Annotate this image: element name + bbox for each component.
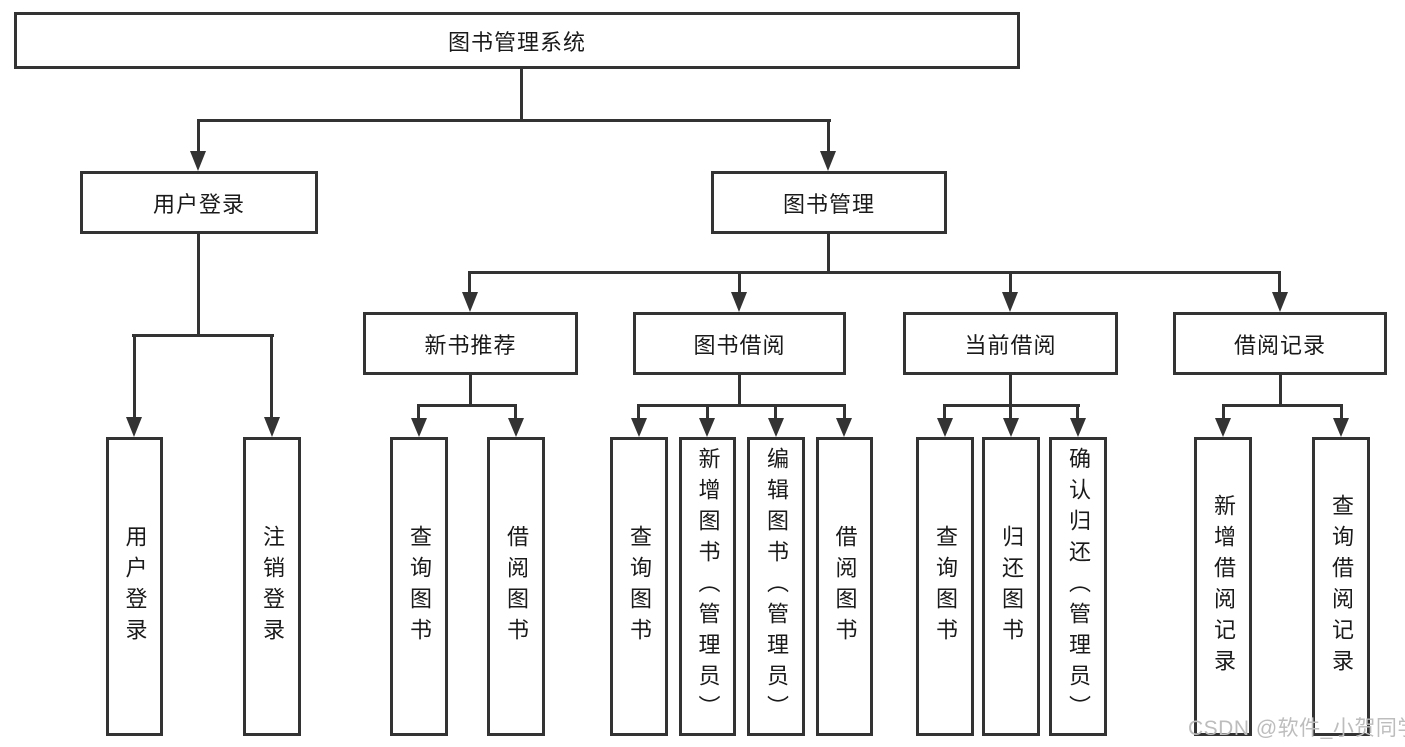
node-book-management: 图书管理 [711, 171, 947, 234]
arrowhead-g2-3 [768, 418, 784, 437]
node-book-borrow: 图书借阅 [633, 312, 846, 375]
connector-g4-stem [1279, 375, 1282, 406]
arrowhead-leaf-user-login [126, 417, 142, 437]
arrowhead-g2-2 [699, 418, 715, 437]
connector-level3-rail [468, 271, 1281, 274]
arrowhead-g3-3 [1070, 418, 1086, 437]
connector-user-login-rail [132, 334, 274, 337]
connector-g2-drop-2 [706, 404, 709, 420]
leaf-newbook-query-books: 查询图书 [390, 437, 448, 736]
arrowhead-book-borrow [731, 292, 747, 312]
leaf-borrow-borrow-books: 借阅图书 [816, 437, 873, 736]
connector-user-login-stem [197, 234, 200, 336]
connector-drop-book-borrow [738, 271, 741, 294]
arrowhead-g3-1 [937, 418, 953, 437]
leaf-borrow-add-books-admin: 新增图书（管理员） [679, 437, 736, 736]
leaf-current-return-books: 归还图书 [982, 437, 1040, 736]
connector-g3-drop-2 [1009, 404, 1012, 420]
connector-level2-rail [197, 119, 831, 122]
connector-g2-rail [637, 404, 846, 407]
leaf-user-login: 用户登录 [106, 437, 163, 736]
arrowhead-g2-1 [631, 418, 647, 437]
node-root: 图书管理系统 [14, 12, 1020, 69]
watermark: CSDN @软件_小贺同学 [1188, 717, 1405, 740]
connector-g1-rail [417, 404, 517, 407]
connector-book-management-stem [827, 234, 830, 273]
connector-g3-drop-3 [1076, 404, 1079, 420]
connector-drop-leaf-logout [270, 334, 273, 418]
connector-g2-drop-4 [843, 404, 846, 420]
connector-g2-stem [738, 375, 741, 406]
arrowhead-g2-4 [836, 418, 852, 437]
leaf-current-query-books: 查询图书 [916, 437, 974, 736]
connector-g2-drop-1 [637, 404, 640, 420]
leaf-records-query-record: 查询借阅记录 [1312, 437, 1370, 736]
arrowhead-g1-2 [508, 418, 524, 437]
node-borrow-records: 借阅记录 [1173, 312, 1387, 375]
connector-drop-leaf-user-login [133, 334, 136, 418]
connector-g2-drop-3 [774, 404, 777, 420]
arrowhead-g4-1 [1215, 418, 1231, 437]
leaf-borrow-edit-books-admin: 编辑图书（管理员） [747, 437, 805, 736]
node-current-borrow: 当前借阅 [903, 312, 1118, 375]
connector-root-stem [520, 69, 523, 121]
leaf-logout: 注销登录 [243, 437, 301, 736]
connector-drop-borrow-records [1278, 271, 1281, 294]
connector-g4-drop-2 [1340, 404, 1343, 420]
node-user-login: 用户登录 [80, 171, 318, 234]
connector-g1-drop-2 [514, 404, 517, 420]
connector-g1-stem [469, 375, 472, 406]
leaf-records-add-record: 新增借阅记录 [1194, 437, 1252, 736]
arrowhead-book-management [820, 151, 836, 171]
arrowhead-borrow-records [1272, 292, 1288, 312]
connector-g3-stem [1009, 375, 1012, 406]
leaf-current-confirm-return-admin: 确认归还（管理员） [1049, 437, 1107, 736]
connector-g4-drop-1 [1222, 404, 1225, 420]
connector-drop-user-login [197, 119, 200, 153]
arrowhead-g3-2 [1003, 418, 1019, 437]
arrowhead-leaf-logout [264, 417, 280, 437]
node-new-book-recommend: 新书推荐 [363, 312, 578, 375]
arrowhead-g4-2 [1333, 418, 1349, 437]
arrowhead-new-book [462, 292, 478, 312]
arrowhead-user-login [190, 151, 206, 171]
leaf-borrow-query-books: 查询图书 [610, 437, 668, 736]
leaf-newbook-borrow-books: 借阅图书 [487, 437, 545, 736]
connector-drop-current-borrow [1009, 271, 1012, 294]
arrowhead-g1-1 [411, 418, 427, 437]
connector-g3-drop-1 [943, 404, 946, 420]
connector-g1-drop-1 [417, 404, 420, 420]
connector-g4-rail [1222, 404, 1343, 407]
connector-drop-book-management [827, 119, 830, 153]
arrowhead-current-borrow [1002, 292, 1018, 312]
connector-drop-new-book [468, 271, 471, 294]
